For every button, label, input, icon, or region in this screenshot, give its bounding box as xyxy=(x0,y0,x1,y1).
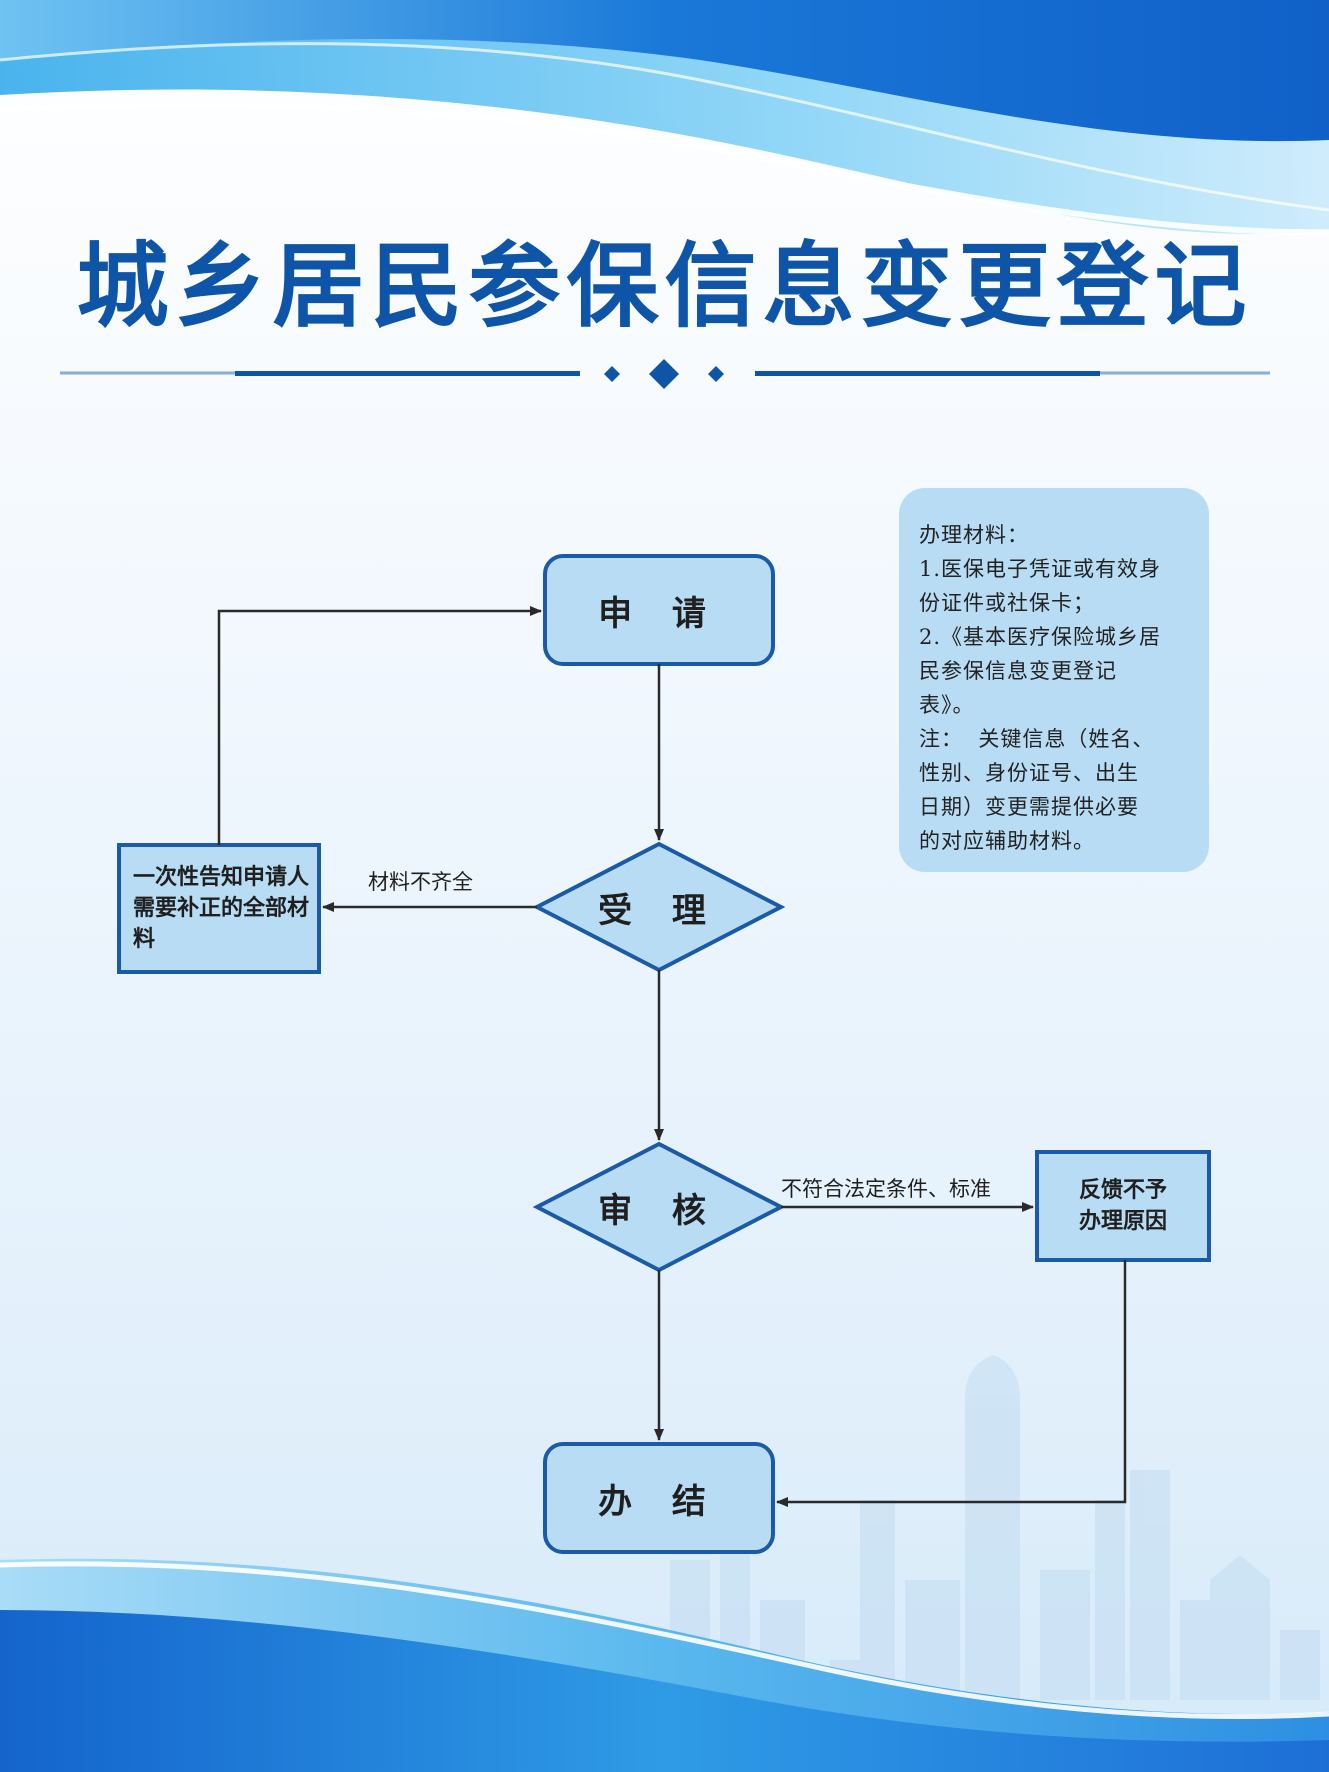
apply-label: 申 请 xyxy=(598,593,720,634)
feedback-node xyxy=(1035,1150,1211,1262)
feedback-label: 反馈不予办理原因 xyxy=(1078,1178,1167,1234)
arrow-feedback-done xyxy=(776,1260,1127,1507)
done-label: 办 结 xyxy=(598,1481,720,1522)
materials-line: 份证件或社保卡； xyxy=(919,591,1095,615)
notify-node xyxy=(117,843,321,974)
materials-line: 办理材料： xyxy=(919,523,1029,547)
done-node xyxy=(543,1442,775,1554)
page-title: 城乡居民参保信息变更登记 xyxy=(76,233,1253,340)
edge-label-incomplete: 材料不齐全 xyxy=(368,870,473,894)
materials-note: 办理材料： 1.医保电子凭证或有效身 份证件或社保卡； 2.《基本医疗保险城乡居… xyxy=(899,488,1209,872)
materials-line: 表》。 xyxy=(919,693,975,717)
materials-line: 2.《基本医疗保险城乡居 xyxy=(919,625,1162,649)
arrow-notify-apply xyxy=(217,606,542,845)
notify-label: 一次性告知申请人需要补正的全部材料 xyxy=(133,865,310,952)
materials-line: 民参保信息变更登记 xyxy=(919,659,1117,683)
materials-line: 1.医保电子凭证或有效身 xyxy=(919,557,1162,581)
materials-line: 注： 关键信息（姓名、 xyxy=(919,727,1155,751)
edge-label-not-met: 不符合法定条件、标准 xyxy=(781,1177,991,1201)
materials-line: 性别、身份证号、出生 xyxy=(919,761,1139,785)
materials-line: 的对应辅助材料。 xyxy=(919,829,1095,853)
review-label: 审 核 xyxy=(598,1190,720,1231)
accept-label: 受 理 xyxy=(598,890,720,931)
materials-line: 日期）变更需提供必要 xyxy=(919,795,1139,819)
